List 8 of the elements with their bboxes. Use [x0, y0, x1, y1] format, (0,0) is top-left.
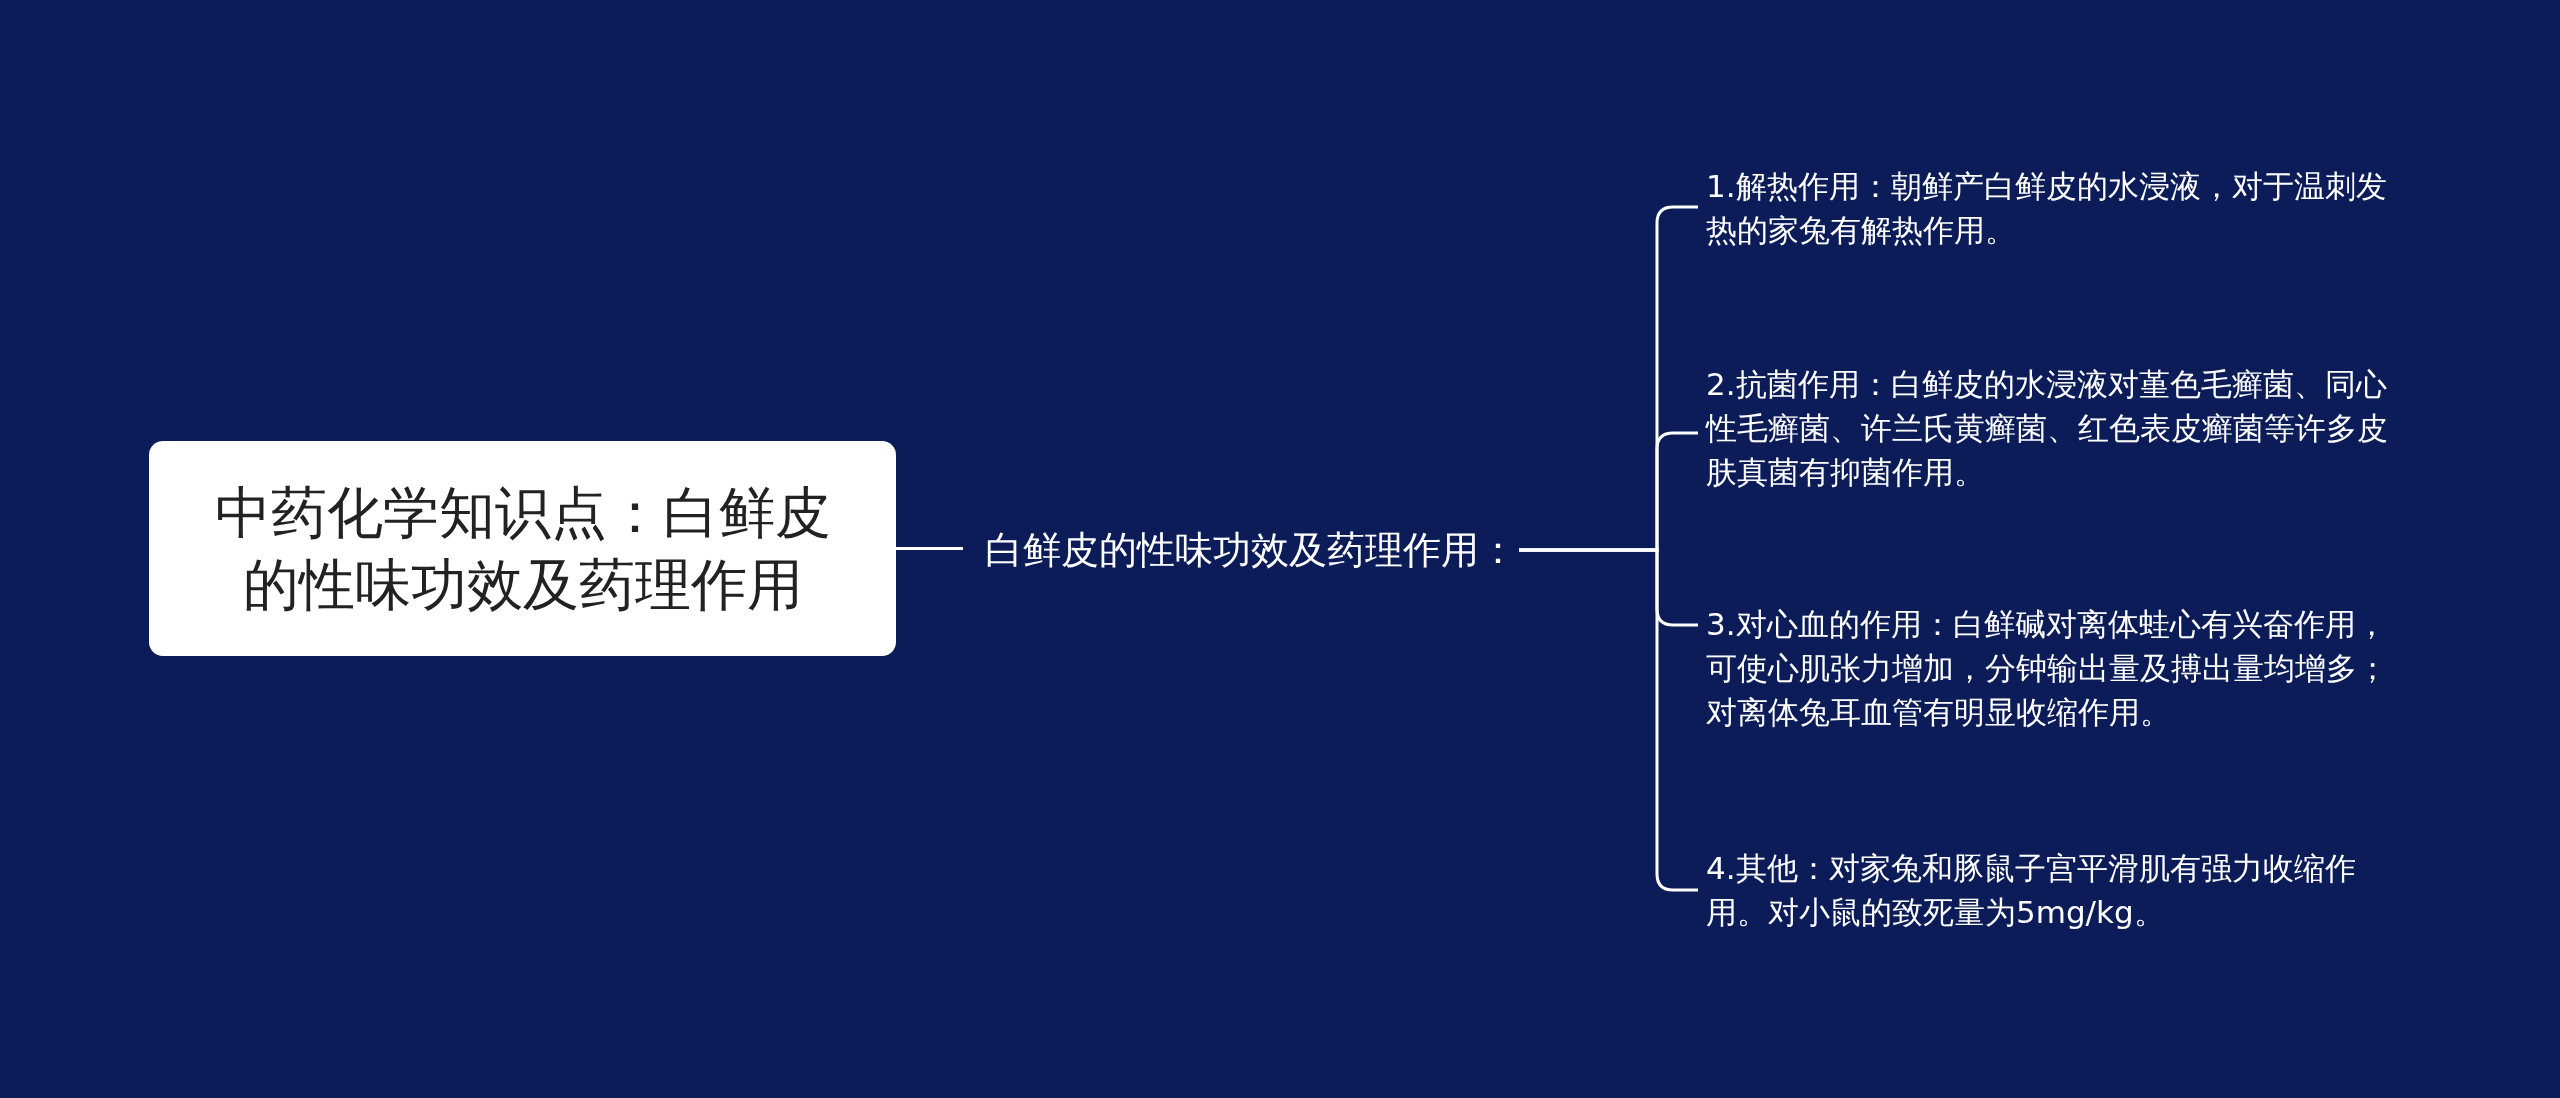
connector-line — [896, 547, 963, 550]
connector-line — [1519, 548, 1698, 892]
branch-text: 2.抗菌作用：白鲜皮的水浸液对堇色毛癣菌、同心性毛癣菌、许兰氏黄癣菌、红色表皮癣菌等许多皮肤真菌有抑菌作用。 — [1706, 362, 2396, 494]
branch-text: 4.其他：对家兔和豚鼠子宫平滑肌有强力收缩作用。对小鼠的致死量为5mg/kg。 — [1706, 846, 2396, 934]
branch-text: 3.对心血的作用：白鲜碱对离体蛙心有兴奋作用，可使心肌张力增加，分钟输出量及搏出量均增多；对离体兔耳血管有明显收缩作用。 — [1706, 602, 2396, 734]
root-box: 中药化学知识点：白鲜皮的性味功效及药理作用 — [149, 441, 896, 656]
topic-text: 白鲜皮的性味功效及药理作用： — [985, 525, 1517, 575]
branch-text: 1.解热作用：朝鲜产白鲜皮的水浸液，对于温刺发热的家兔有解热作用。 — [1706, 164, 2396, 252]
